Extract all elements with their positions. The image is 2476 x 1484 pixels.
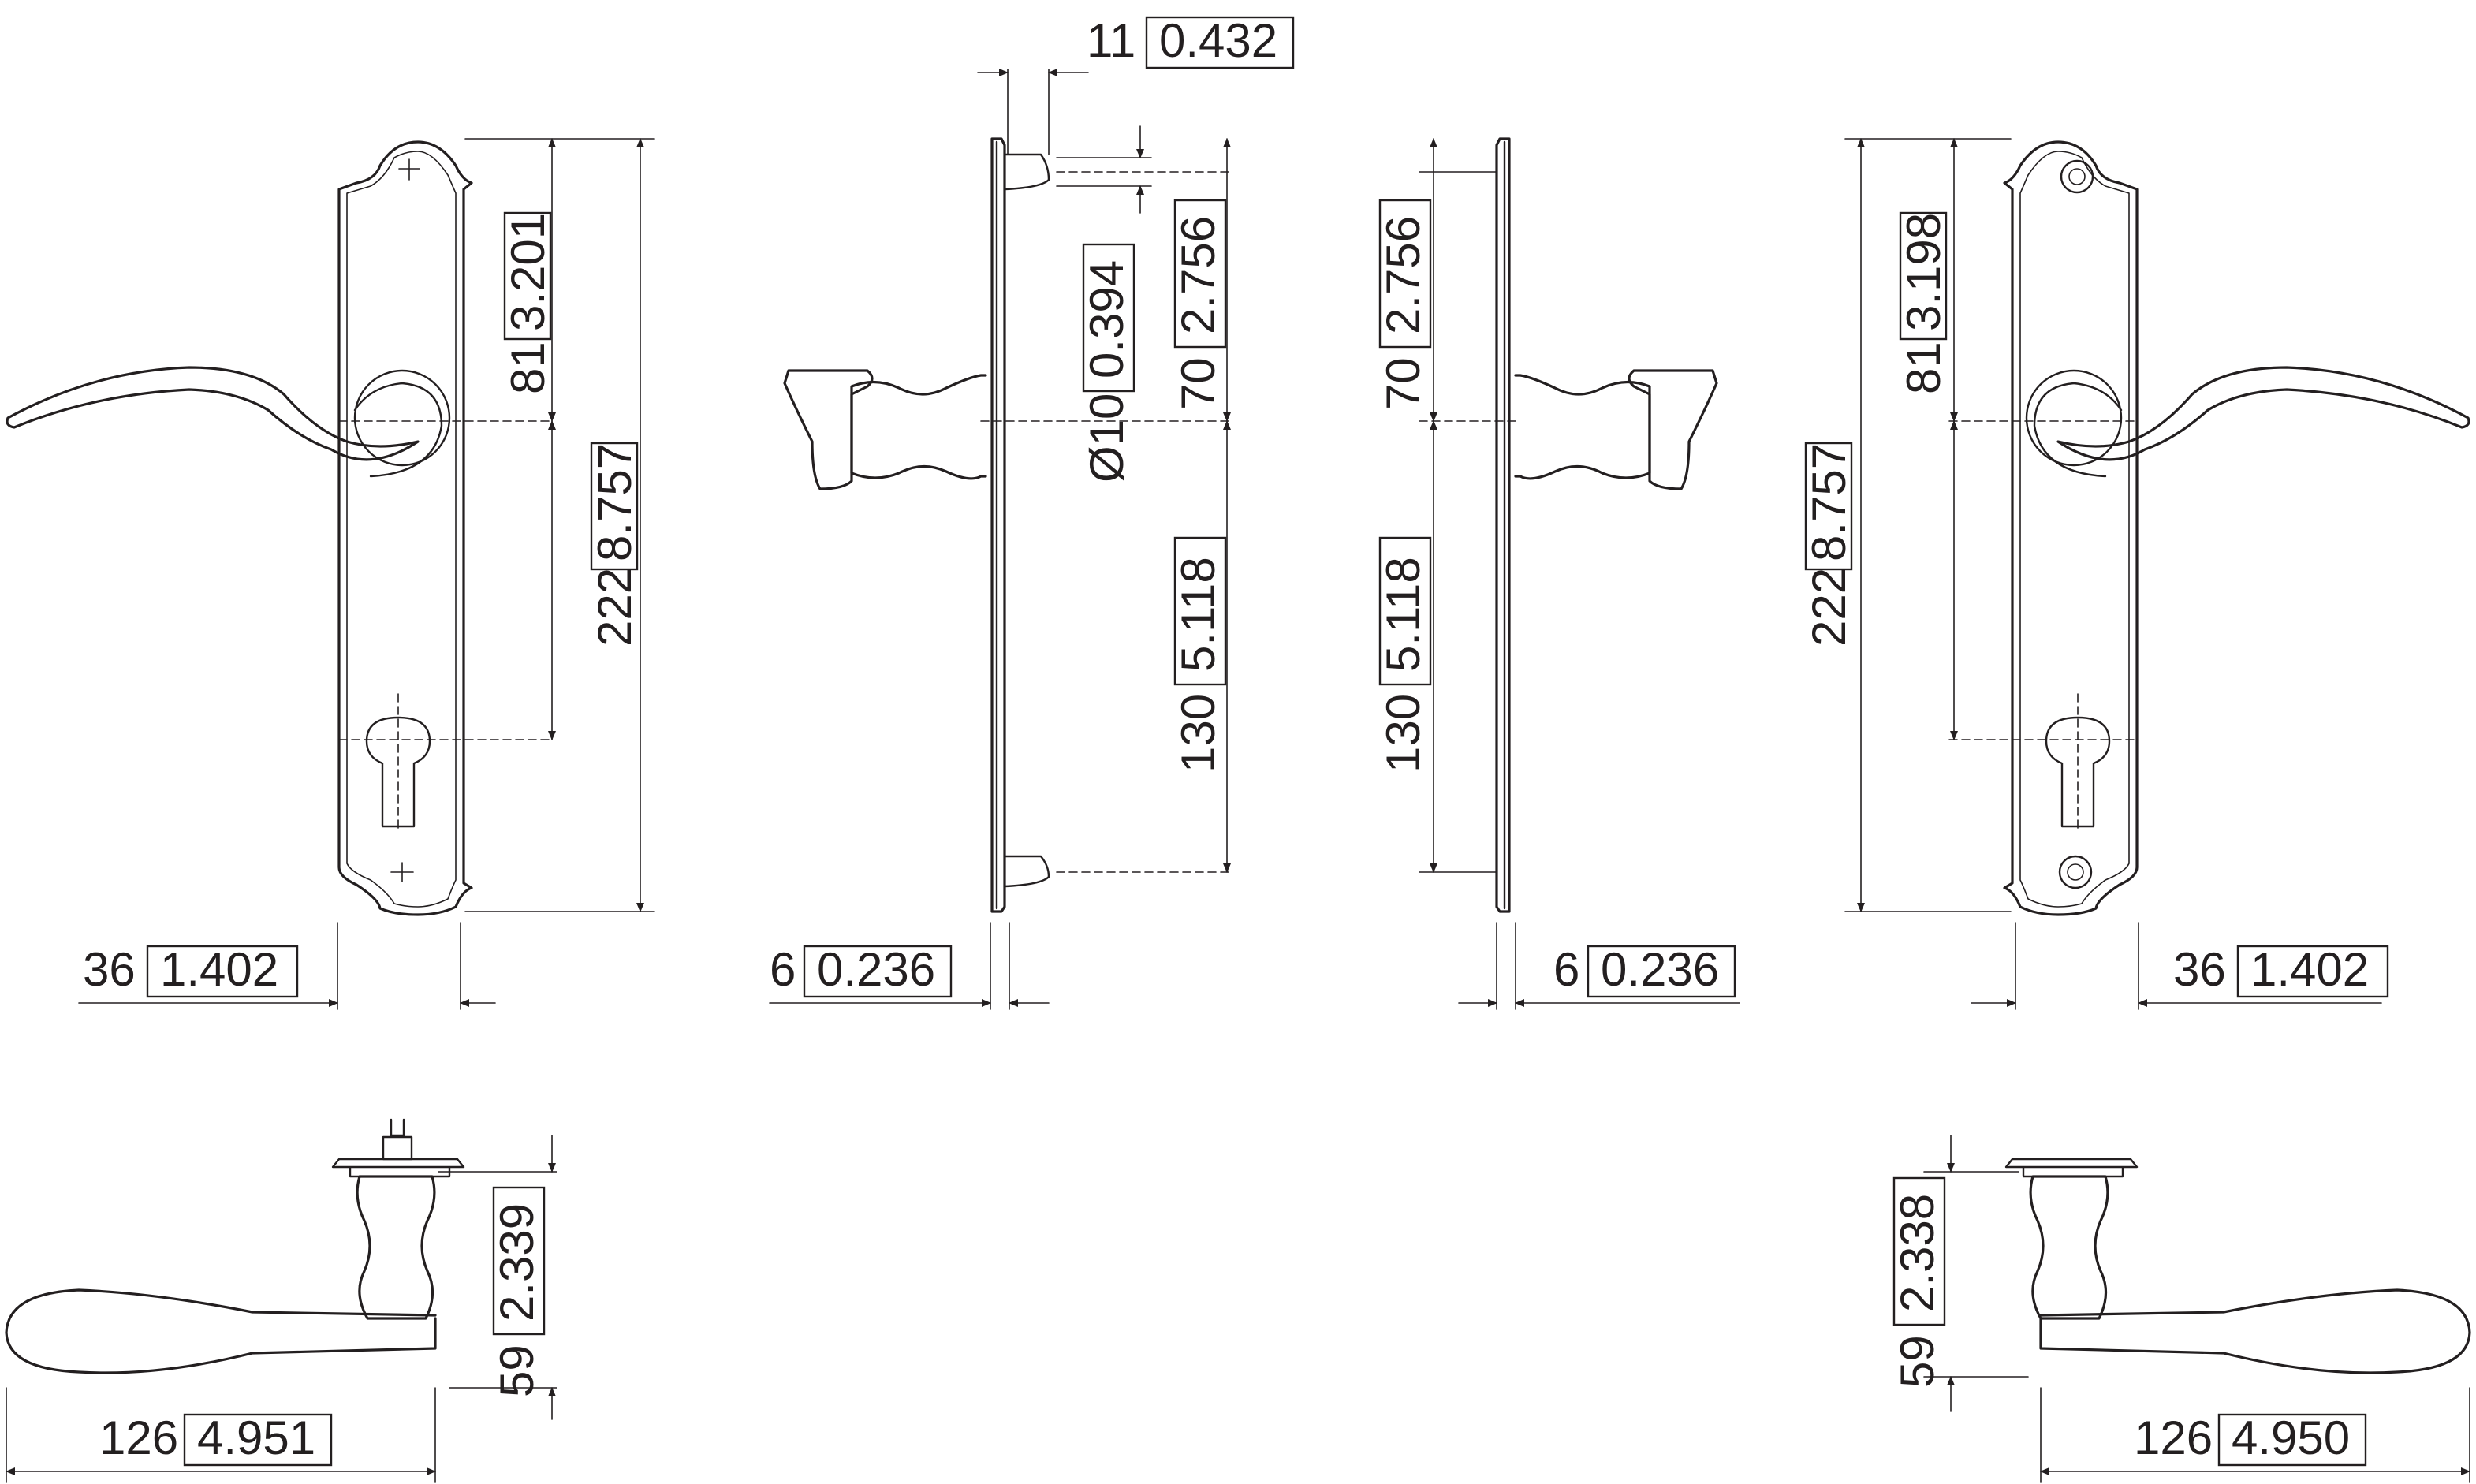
handle-neck xyxy=(356,1175,436,1320)
svg-text:4.951: 4.951 xyxy=(197,1411,315,1464)
svg-text:Ø10: Ø10 xyxy=(1080,393,1133,483)
dim-label-59: 59 2.338 xyxy=(1891,1176,1946,1388)
screw-head-inner xyxy=(2067,863,2084,881)
svg-text:2.339: 2.339 xyxy=(490,1203,543,1322)
svg-text:126: 126 xyxy=(99,1411,178,1464)
svg-text:0.236: 0.236 xyxy=(1601,943,1719,996)
side-view-right: 70 2.756 130 5.118 6 0.236 xyxy=(1377,137,1740,1010)
dim-label-81: 81 3.198 xyxy=(1897,211,1950,394)
svg-text:81: 81 xyxy=(502,341,554,394)
handle-side-profile xyxy=(850,374,987,480)
svg-text:70: 70 xyxy=(1377,357,1430,410)
svg-text:81: 81 xyxy=(1897,341,1950,394)
screw-head xyxy=(2060,159,2094,194)
dim-label-6: 6 0.236 xyxy=(770,943,953,998)
svg-text:1.402: 1.402 xyxy=(160,943,278,996)
dim-label-130: 130 5.118 xyxy=(1377,536,1432,773)
svg-text:130: 130 xyxy=(1172,694,1225,773)
svg-text:36: 36 xyxy=(83,943,136,996)
rosette-circle xyxy=(2025,369,2123,467)
svg-text:36: 36 xyxy=(2173,943,2226,996)
svg-text:11: 11 xyxy=(1087,14,1135,67)
side-view-left: 11 0.432 Ø10 0.394 70 2.756 130 5.118 xyxy=(769,14,1295,1010)
dim-label-81: 81 3.201 xyxy=(502,211,554,394)
svg-text:3.198: 3.198 xyxy=(1897,213,1950,331)
svg-text:6: 6 xyxy=(770,943,796,996)
top-view-left: 59 2.339 126 4.951 xyxy=(5,1118,557,1483)
svg-text:130: 130 xyxy=(1377,694,1430,773)
svg-text:2.338: 2.338 xyxy=(1891,1194,1944,1312)
dim-label-130: 130 5.118 xyxy=(1172,536,1227,773)
dim-label-222: 222 8.757 xyxy=(588,442,641,647)
dim-label-126: 126 4.951 xyxy=(99,1411,333,1467)
rose-flange xyxy=(331,1158,465,1178)
dim-label-126: 126 4.950 xyxy=(2134,1411,2367,1467)
plate-profile xyxy=(990,137,1006,913)
screw-head xyxy=(2058,855,2093,889)
rosette-circle xyxy=(353,369,451,467)
svg-text:8.757: 8.757 xyxy=(1803,443,1855,561)
dim-label-10: Ø10 0.394 xyxy=(1080,243,1135,483)
svg-text:0.394: 0.394 xyxy=(1080,260,1133,378)
svg-text:1.402: 1.402 xyxy=(2250,943,2369,996)
lever-handle xyxy=(6,366,420,461)
svg-text:126: 126 xyxy=(2134,1411,2213,1464)
dim-label-70: 70 2.756 xyxy=(1377,199,1432,410)
svg-text:0.236: 0.236 xyxy=(817,943,935,996)
svg-text:6: 6 xyxy=(1553,943,1579,996)
screw-boss-bottom xyxy=(1003,855,1050,888)
lever-body xyxy=(5,1288,437,1374)
front-view-left: 81 3.201 222 8.757 36 1.402 xyxy=(6,138,655,1010)
backplate-outline xyxy=(2003,140,2139,916)
handle-neck xyxy=(2029,1175,2109,1320)
plate-profile xyxy=(1495,137,1511,913)
svg-text:70: 70 xyxy=(1172,357,1225,410)
svg-text:59: 59 xyxy=(1891,1335,1944,1388)
dim-label-59: 59 2.339 xyxy=(490,1186,546,1397)
svg-text:222: 222 xyxy=(1803,568,1855,647)
lever-neck xyxy=(2033,382,2123,478)
svg-text:2.756: 2.756 xyxy=(1377,216,1430,334)
screw-head-inner xyxy=(2068,168,2086,185)
svg-text:4.950: 4.950 xyxy=(2232,1411,2350,1464)
lever-neck xyxy=(353,382,443,478)
svg-text:5.118: 5.118 xyxy=(1172,557,1225,672)
backplate-inner-outline xyxy=(346,151,457,908)
backplate-outline xyxy=(337,140,473,916)
svg-text:59: 59 xyxy=(490,1344,543,1397)
rose-flange xyxy=(2004,1158,2139,1178)
dim-label-11: 11 0.432 xyxy=(1087,14,1295,69)
svg-text:8.757: 8.757 xyxy=(588,443,641,561)
spindle-stub xyxy=(382,1118,413,1161)
svg-text:222: 222 xyxy=(588,568,641,647)
backplate-inner-outline xyxy=(2019,151,2130,908)
handle-side-profile xyxy=(1514,374,1651,480)
front-view-right: 81 3.198 222 8.757 36 1.402 xyxy=(1803,138,2470,1010)
svg-text:3.201: 3.201 xyxy=(502,213,554,331)
lever-end xyxy=(783,369,874,490)
dim-label-36: 36 1.402 xyxy=(83,943,299,998)
dim-label-70: 70 2.756 xyxy=(1172,199,1227,410)
top-view-right: 59 2.338 126 4.950 xyxy=(1891,1135,2471,1483)
lever-end xyxy=(1628,369,1718,490)
lever-body xyxy=(2039,1288,2471,1374)
svg-text:5.118: 5.118 xyxy=(1377,557,1430,672)
dim-label-36: 36 1.402 xyxy=(2173,943,2389,998)
svg-text:2.756: 2.756 xyxy=(1172,216,1225,334)
dim-label-6: 6 0.236 xyxy=(1553,943,1736,998)
lever-handle xyxy=(2056,366,2470,461)
dim-label-222: 222 8.757 xyxy=(1803,442,1855,647)
svg-text:0.432: 0.432 xyxy=(1159,14,1277,67)
screw-boss-top xyxy=(1003,153,1050,191)
